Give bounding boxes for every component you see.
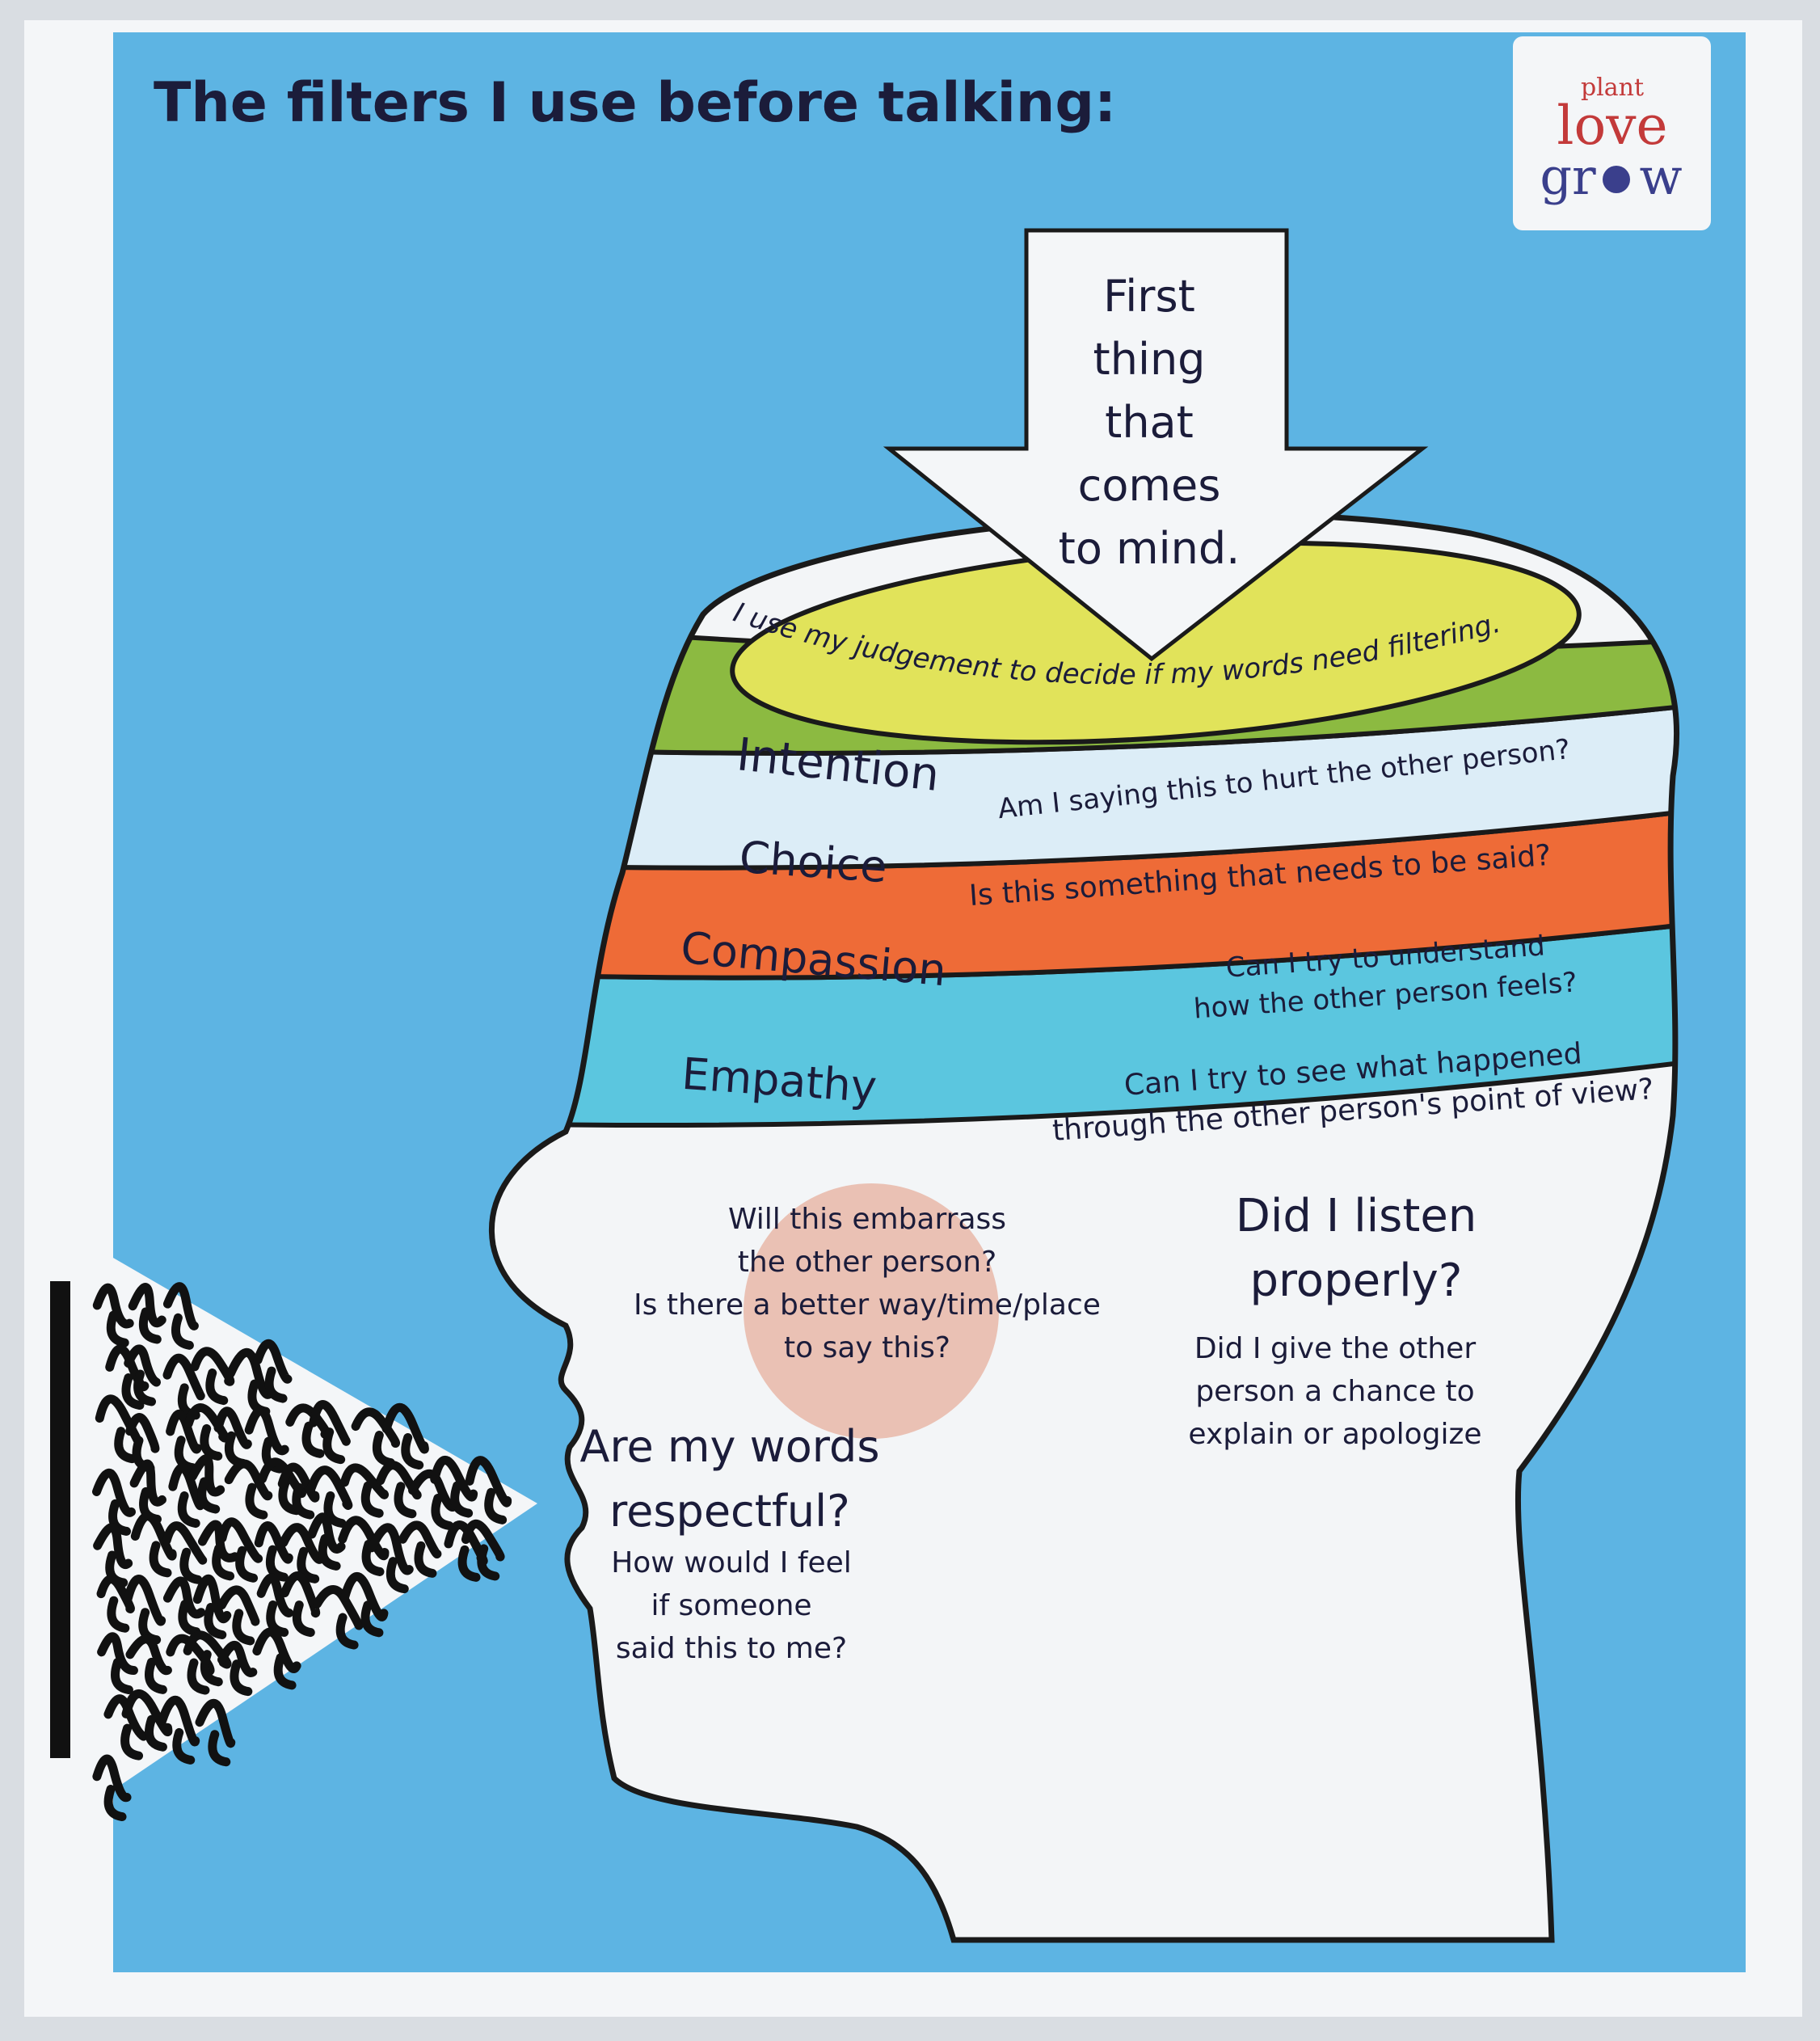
scribble-stroke: [309, 1400, 351, 1465]
listen-question-line: person a chance to: [1195, 1375, 1474, 1408]
brand-logo: plant love gr w: [1513, 36, 1711, 230]
scribble-stroke: [183, 1403, 230, 1461]
scribble-stroke: [162, 1521, 208, 1584]
embarrass-question-line: Is there a better way/time/place: [634, 1288, 1101, 1322]
logo-word-love: love: [1557, 95, 1667, 157]
arrow-shape: [883, 228, 1429, 662]
highlight-dot: [744, 1183, 999, 1439]
arrow-text-line: thing: [1093, 334, 1206, 385]
scribble-stroke: [96, 1575, 135, 1633]
listen-heading-line: Did I listen: [1236, 1190, 1477, 1242]
scribble-stroke: [277, 1462, 320, 1520]
scribble-stroke: [166, 1634, 215, 1695]
scribble-stroke: [254, 1521, 293, 1582]
scribble-stroke: [461, 1519, 505, 1581]
scribble-stroke: [92, 1754, 132, 1822]
scribble-stroke: [307, 1512, 346, 1571]
scribble-stroke: [279, 1523, 325, 1583]
listen-question-line: explain or apologize: [1188, 1418, 1481, 1451]
scribble-stroke: [125, 1634, 172, 1694]
scribble-stroke: [97, 1632, 138, 1695]
arrow-text-line: comes: [1078, 460, 1221, 511]
scribble-stroke: [162, 1282, 199, 1350]
scribble-stroke: [190, 1347, 235, 1406]
scribble-stroke: [398, 1520, 442, 1578]
respect-heading-line: Are my words: [580, 1421, 880, 1472]
scribble-edge: [50, 1281, 70, 1758]
scribble-stroke: [408, 1469, 459, 1531]
scribble-stroke: [465, 1456, 512, 1524]
scribble-stroke: [217, 1517, 263, 1583]
scribble-stroke: [367, 1523, 414, 1594]
scribble-stroke: [162, 1576, 206, 1637]
scribble-stroke: [224, 1459, 273, 1520]
scribble-stroke: [351, 1407, 401, 1468]
scribble-stroke: [92, 1468, 136, 1536]
speech-triangle: [50, 1237, 537, 1822]
scribble-stroke: [195, 1698, 236, 1767]
arrow-text: First thing that comes to mind.: [1059, 271, 1241, 574]
scribble-stroke: [187, 1454, 225, 1514]
embarrass-question-line: Will this embarrass: [728, 1203, 1006, 1236]
respect-question-line: How would I feel: [611, 1546, 852, 1579]
jumbled-words-scribble: [50, 1281, 512, 1822]
respect-question-line: if someone: [651, 1589, 811, 1622]
head-outline-stroke: [489, 511, 1679, 1943]
scribble-stroke: [192, 1574, 232, 1639]
scribble-stroke: [121, 1689, 173, 1752]
respect-question-line: said this to me?: [616, 1632, 847, 1665]
page-title: The filters I use before talking:: [154, 71, 1116, 135]
scribble-stroke: [168, 1463, 205, 1529]
scribble-stroke: [244, 1406, 289, 1474]
listen-question-line: Did I give the other: [1194, 1332, 1476, 1365]
scribble-stroke: [376, 1461, 422, 1519]
logo-flower-icon: [1603, 166, 1630, 193]
listen-heading-line: properly?: [1249, 1255, 1462, 1307]
scribble-stroke: [430, 1456, 478, 1518]
band-name-choice: Choice: [738, 832, 889, 893]
respect-heading-line: respectful?: [609, 1486, 850, 1537]
embarrass-question-line: to say this?: [784, 1331, 950, 1364]
scribble-stroke: [92, 1283, 134, 1347]
logo-word-grow-end: w: [1639, 147, 1682, 206]
question-blocks: Will this embarrass the other person? Is t…: [580, 1190, 1482, 1665]
scribble-stroke: [280, 1571, 321, 1638]
scribble-stroke: [340, 1572, 389, 1638]
scribble-stroke: [217, 1641, 258, 1697]
scribble-stroke: [252, 1627, 301, 1690]
arrow-text-line: to mind.: [1059, 523, 1241, 574]
logo-word-grow-start: gr: [1540, 147, 1596, 206]
scribble-stroke: [253, 1339, 293, 1403]
logo-word-plant: plant: [1581, 74, 1644, 102]
scribble-stroke: [381, 1402, 429, 1470]
down-arrow: [883, 228, 1429, 662]
scribble-stroke: [128, 1283, 166, 1344]
scribble-stroke: [130, 1512, 177, 1578]
arrow-text-line: that: [1105, 397, 1194, 448]
scribble-stroke: [158, 1695, 200, 1765]
scribble-stroke: [339, 1463, 390, 1518]
scribble-stroke: [306, 1465, 353, 1528]
scribble-stroke: [217, 1585, 260, 1646]
scribble-stroke: [124, 1344, 162, 1406]
scribble-stroke: [183, 1630, 232, 1687]
scribble-stroke: [256, 1573, 294, 1637]
embarrass-question-line: the other person?: [738, 1246, 996, 1279]
head-silhouette: [489, 511, 1679, 1943]
arrow-text-line: First: [1103, 271, 1195, 322]
logo-card: [1513, 36, 1711, 230]
